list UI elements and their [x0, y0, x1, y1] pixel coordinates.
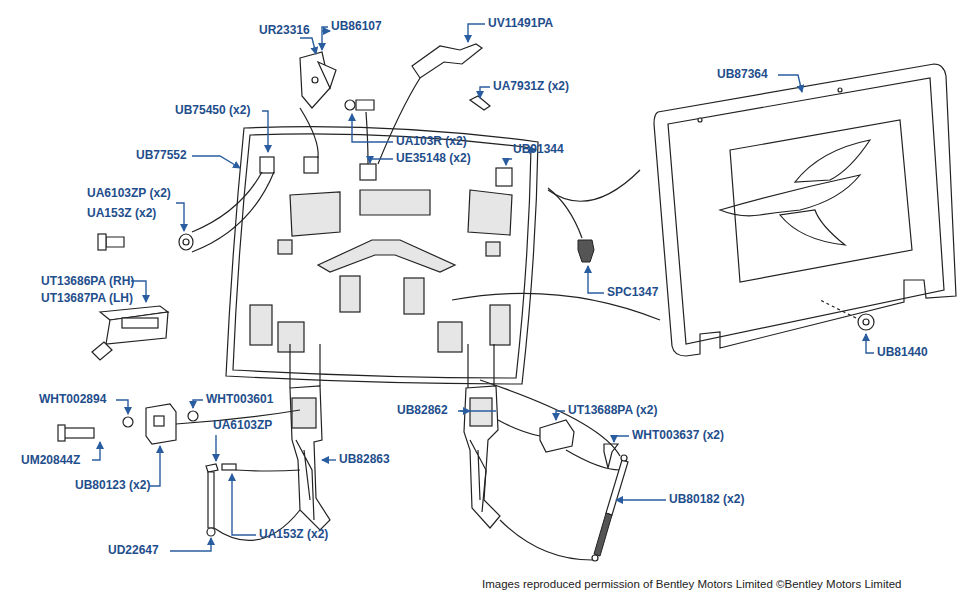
part-number: UB86107 [330, 19, 383, 34]
part-number: UT13686PA (RH) [40, 274, 135, 289]
part-number: UB80182 (x2) [668, 492, 745, 507]
part-number: UB77552 [135, 148, 188, 163]
part-number: UA6103ZP [212, 418, 273, 433]
part-number: UB82862 [396, 403, 449, 418]
part-number: UB80123 (x2) [74, 478, 151, 493]
part-number: UR23316 [258, 23, 311, 38]
part-number: UA153Z (x2) [86, 206, 157, 221]
part-number: UB81440 [876, 345, 929, 360]
liner-panel [654, 64, 956, 356]
part-number: WHT003637 (x2) [631, 428, 725, 443]
part-number: WHT003601 [205, 392, 274, 407]
part-number: UA7931Z (x2) [492, 79, 570, 94]
part-number: UV11491PA [487, 16, 554, 31]
part-number: UB82863 [338, 452, 391, 467]
part-number: UB75450 (x2) [174, 103, 251, 118]
part-number: UB91344 [512, 142, 565, 157]
part-number: WHT002894 [38, 392, 107, 407]
part-number: UT13687PA (LH) [40, 291, 134, 306]
bonnet-outline [226, 127, 538, 384]
part-number: UD22647 [107, 543, 160, 558]
part-number: SPC1347 [606, 285, 659, 300]
part-number: UA6103ZP (x2) [86, 186, 172, 201]
part-number: UA153Z (x2) [258, 527, 329, 542]
part-number: UB87364 [716, 67, 769, 82]
part-number: UM20844Z [20, 453, 81, 468]
part-number: UT13688PA (x2) [567, 403, 658, 418]
copyright-caption: Images reproduced permission of Bentley … [482, 577, 901, 591]
part-number: UE35148 (x2) [395, 151, 472, 166]
part-number: UA103R (x2) [395, 134, 468, 149]
